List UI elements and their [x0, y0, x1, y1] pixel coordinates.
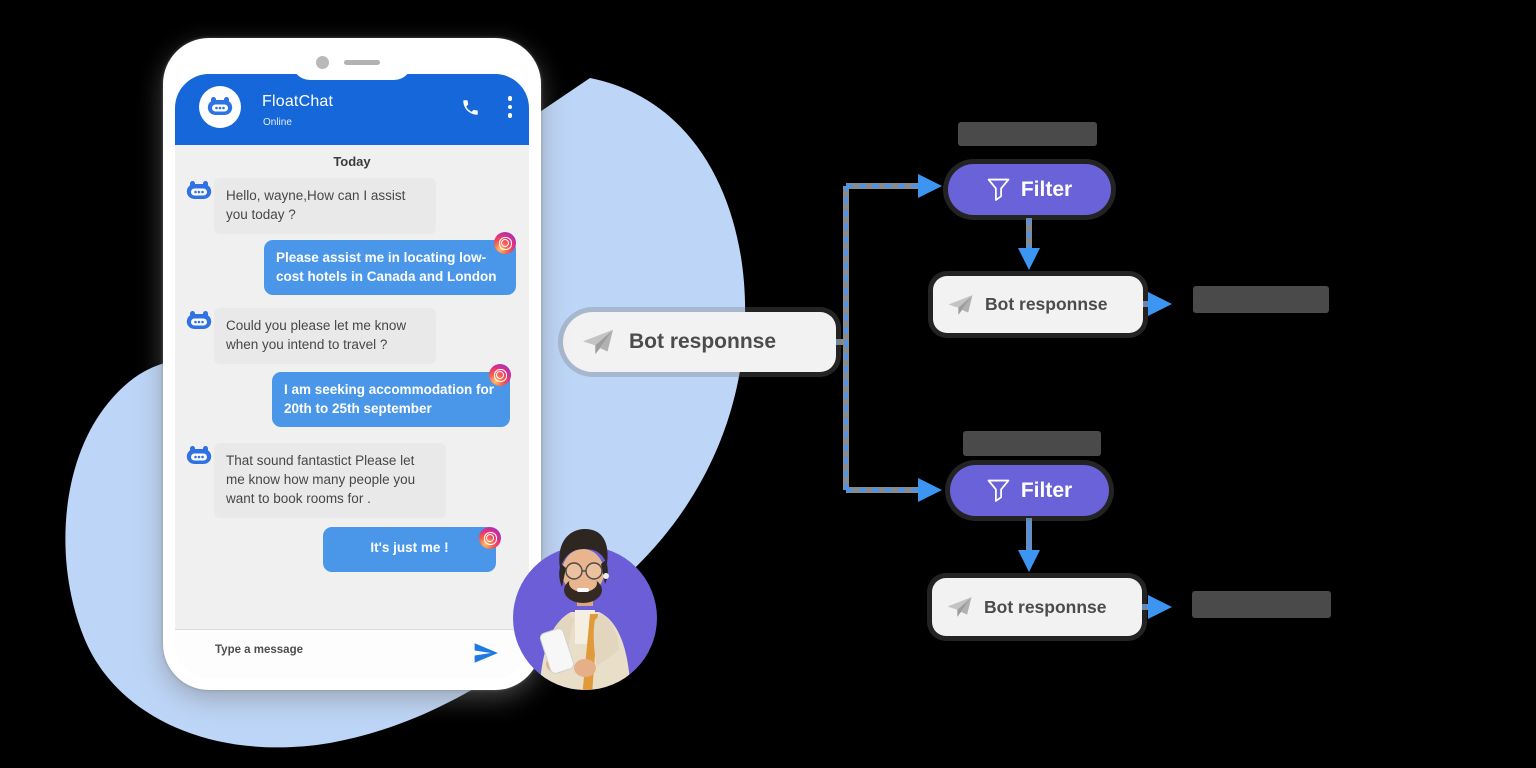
kebab-menu-button[interactable] [503, 92, 517, 122]
flow-node-label: Bot responnse [984, 596, 1107, 617]
flow-node-bot-response-2: Bot responnse [932, 578, 1142, 636]
call-icon [462, 99, 478, 115]
chat-screen: Today Hello, wayne,How can I assist you … [175, 145, 529, 678]
paper-plane-icon [948, 294, 973, 315]
bot-avatar-icon [186, 181, 212, 199]
phone-notch [292, 38, 412, 80]
speaker-slot [344, 60, 380, 65]
date-divider: Today [333, 154, 371, 169]
app-title: FloatChat [262, 93, 334, 110]
obscured-label [1193, 286, 1329, 313]
send-button[interactable] [473, 640, 499, 666]
filter-label: Filter [1020, 177, 1073, 201]
instagram-icon [479, 527, 501, 549]
paper-plane-icon [947, 597, 972, 617]
call-button[interactable] [457, 94, 483, 120]
phone-mockup: FloatChat Online Today Hello, wayne,How … [163, 38, 541, 690]
filter-node-1: Filter [948, 164, 1111, 215]
message-input[interactable] [213, 643, 437, 657]
bot-message: Hello, wayne,How can I assist you today … [214, 178, 436, 234]
bot-avatar-icon [186, 311, 212, 329]
filter-node-2: Filter [950, 465, 1109, 516]
paper-plane-icon [583, 329, 613, 355]
flow-node-label: Bot responnse [985, 294, 1108, 314]
user-message: I am seeking accommodation for 20th to 2… [272, 372, 510, 428]
obscured-label [958, 122, 1097, 146]
robot-logo-icon [207, 97, 233, 115]
floatchat-logo [199, 86, 241, 128]
instagram-icon [489, 364, 511, 386]
obscured-label [963, 431, 1101, 456]
user-message: Please assist me in locating low-cost ho… [264, 240, 516, 296]
flow-node-bot-response-1: Bot responnse [933, 276, 1143, 333]
instagram-icon [494, 232, 516, 254]
chat-header: FloatChat Online [175, 74, 529, 145]
bot-message: Could you please let me know when you in… [214, 308, 436, 364]
send-icon [474, 643, 498, 663]
user-message: It's just me ! [323, 527, 496, 572]
camera-dot [316, 56, 329, 69]
bot-message: That sound fantastict Please let me know… [214, 443, 446, 518]
online-status: Online [263, 117, 292, 128]
funnel-icon [987, 479, 1010, 502]
person-avatar [513, 529, 657, 690]
funnel-icon [987, 178, 1010, 201]
flow-node-label: Bot responnse [629, 330, 777, 353]
kebab-menu-icon [507, 96, 513, 101]
filter-label: Filter [1020, 478, 1073, 502]
message-input-bar [175, 629, 529, 678]
flow-node-bot-response-root: Bot responnse [563, 312, 836, 372]
bot-avatar-icon [186, 446, 212, 464]
obscured-label [1192, 591, 1331, 618]
